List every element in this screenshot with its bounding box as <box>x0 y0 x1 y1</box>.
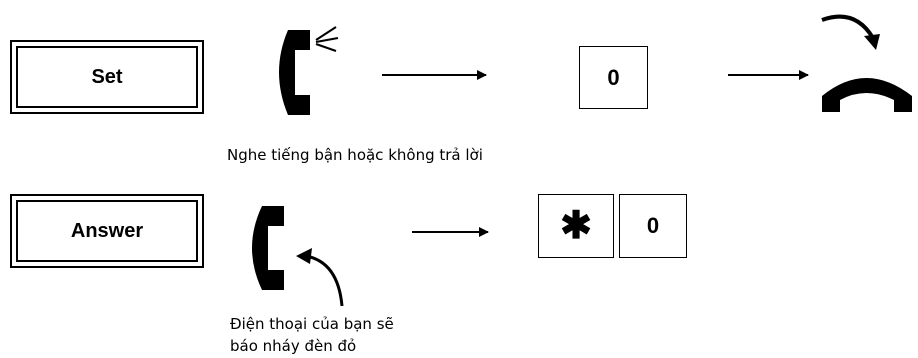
key-star[interactable]: ✱ <box>538 194 614 258</box>
set-mode-label: Set <box>16 46 198 108</box>
ring-caption: Điện thoại của bạn sẽ báo nháy đèn đỏ <box>230 313 394 357</box>
curved-arrow-icon <box>296 248 344 307</box>
busy-caption: Nghe tiếng bận hoặc không trả lời <box>227 146 483 164</box>
set-mode-button[interactable]: Set <box>10 40 204 114</box>
handset-with-sound-icon <box>279 26 339 115</box>
answer-mode-label: Answer <box>16 200 198 262</box>
ring-caption-line-2: báo nháy đèn đỏ <box>230 337 357 355</box>
handset-icon <box>252 206 284 290</box>
key-0-set-row[interactable]: 0 <box>579 46 648 109</box>
ring-caption-line-1: Điện thoại của bạn sẽ <box>230 315 394 333</box>
answer-mode-button[interactable]: Answer <box>10 194 204 268</box>
key-0-answer-row[interactable]: 0 <box>619 194 687 258</box>
hang-up-handset-icon <box>821 14 912 112</box>
